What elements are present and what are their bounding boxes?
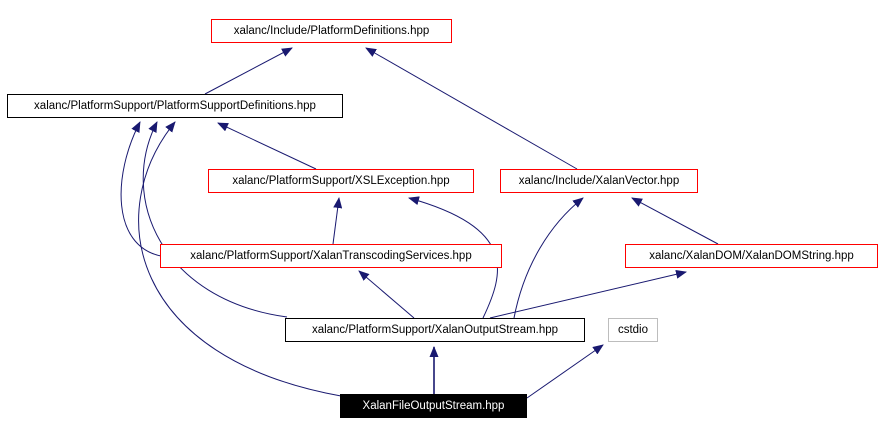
node-xalan-dom-string[interactable]: xalanc/XalanDOM/XalanDOMString.hpp	[625, 244, 878, 268]
node-platform-definitions[interactable]: xalanc/Include/PlatformDefinitions.hpp	[211, 19, 452, 43]
node-label: cstdio	[617, 324, 649, 336]
node-xalan-vector[interactable]: xalanc/Include/XalanVector.hpp	[500, 169, 698, 193]
node-label: xalanc/PlatformSupport/XalanOutputStream…	[311, 324, 559, 336]
edge-xalan-transcoding-services-to-xsl-exception	[332, 197, 343, 245]
edge-xalan-dom-string-to-xalan-vector	[631, 197, 719, 245]
node-xalan-file-output-stream: XalanFileOutputStream.hpp	[340, 394, 527, 418]
node-xalan-output-stream[interactable]: xalanc/PlatformSupport/XalanOutputStream…	[285, 318, 585, 342]
edge-xsl-exception-to-platform-support-definitions	[217, 122, 317, 170]
node-xalan-transcoding-services[interactable]: xalanc/PlatformSupport/XalanTranscodingS…	[160, 244, 502, 268]
node-label: xalanc/XalanDOM/XalanDOMString.hpp	[649, 250, 854, 262]
edge-xalan-file-output-stream-to-platform-support-definitions	[138, 121, 342, 397]
node-label: xalanc/Include/PlatformDefinitions.hpp	[233, 25, 430, 37]
node-label: xalanc/PlatformSupport/PlatformSupportDe…	[34, 100, 316, 112]
edge-xalan-transcoding-services-to-platform-support-definitions	[120, 121, 162, 257]
node-label: xalanc/PlatformSupport/XalanTranscodingS…	[190, 250, 472, 262]
edge-xalan-output-stream-to-xalan-dom-string	[489, 269, 687, 319]
edge-platform-support-definitions-to-platform-definitions	[204, 47, 293, 95]
node-label: xalanc/PlatformSupport/XSLException.hpp	[232, 175, 450, 187]
node-cstdio: cstdio	[608, 318, 658, 342]
edge-xalan-vector-to-platform-definitions	[365, 47, 578, 170]
node-label: XalanFileOutputStream.hpp	[362, 400, 505, 412]
edge-xalan-file-output-stream-to-cstdio	[526, 344, 604, 399]
node-platform-support-definitions[interactable]: xalanc/PlatformSupport/PlatformSupportDe…	[7, 94, 343, 118]
edge-xalan-output-stream-to-xalan-vector	[513, 197, 584, 319]
node-xsl-exception[interactable]: xalanc/PlatformSupport/XSLException.hpp	[208, 169, 474, 193]
edge-xalan-output-stream-to-platform-support-definitions	[142, 121, 288, 318]
edge-xalan-output-stream-to-xalan-transcoding-services	[358, 270, 415, 319]
node-label: xalanc/Include/XalanVector.hpp	[518, 175, 680, 187]
